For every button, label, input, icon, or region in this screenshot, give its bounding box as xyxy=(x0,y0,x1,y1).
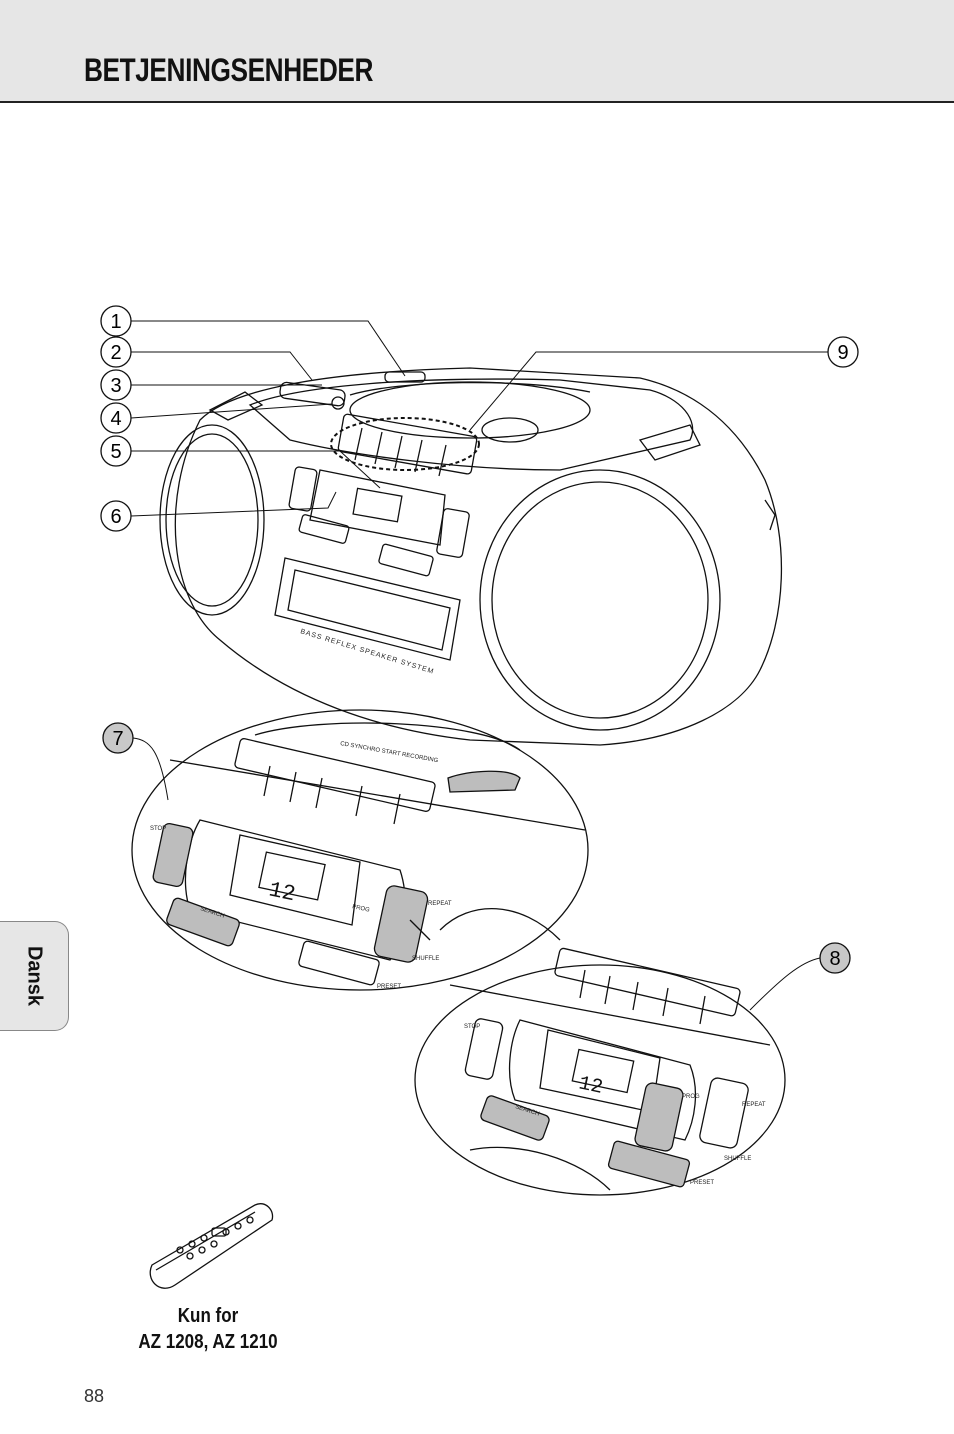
language-tab[interactable]: Dansk xyxy=(0,921,69,1031)
detail-view-8 xyxy=(414,947,786,1196)
callout-3: 3 xyxy=(100,369,132,401)
display-readout-8: 12 xyxy=(577,1072,605,1099)
language-tab-label: Dansk xyxy=(23,945,46,1007)
bass-reflex-label: BASS REFLEX SPEAKER SYSTEM xyxy=(299,628,435,676)
stop-label-8: STOP xyxy=(464,1024,480,1030)
svg-text:1: 1 xyxy=(110,311,121,333)
callout-9: 9 xyxy=(827,336,859,368)
caption-line-1: Kun for xyxy=(177,1305,239,1327)
svg-text:8: 8 xyxy=(829,948,840,970)
callout-1: 1 xyxy=(100,305,132,337)
callout-8: 8 xyxy=(819,942,851,974)
preset-label-8: PRESET xyxy=(690,1180,714,1186)
caption-line-2: AZ 1208, AZ 1210 xyxy=(138,1331,278,1353)
repeat-label-7: REPEAT xyxy=(428,901,452,907)
header-band: BETJENINGSENHEDER xyxy=(0,0,954,103)
callout-7: 7 xyxy=(102,722,134,754)
remote-control-illustration xyxy=(149,1203,274,1289)
svg-text:7: 7 xyxy=(112,728,123,750)
detail-view-7 xyxy=(131,709,589,991)
remote-caption: Kun for AZ 1208, AZ 1210 xyxy=(108,1303,308,1355)
callout-5: 5 xyxy=(100,435,132,467)
shuffle-label-7: SHUFFLE xyxy=(412,956,439,962)
shuffle-label-8: SHUFFLE xyxy=(724,1156,751,1162)
svg-text:9: 9 xyxy=(837,342,848,364)
page-number: 88 xyxy=(84,1386,105,1406)
svg-text:3: 3 xyxy=(110,375,121,397)
prog-label-7: PROG xyxy=(352,904,371,914)
stop-label-7: STOP xyxy=(150,826,166,832)
svg-text:4: 4 xyxy=(110,408,121,430)
svg-text:6: 6 xyxy=(110,506,121,528)
display-readout-7: 12 xyxy=(267,877,298,907)
callout-markers: 1 2 3 4 5 6 7 8 9 xyxy=(100,305,859,974)
callout-6: 6 xyxy=(100,500,132,532)
leader-lines xyxy=(130,320,828,1011)
repeat-label-8: REPEAT xyxy=(742,1102,766,1108)
page-title: BETJENINGSENHEDER xyxy=(84,52,374,88)
prog-label-8: PROG xyxy=(682,1094,700,1100)
callout-2: 2 xyxy=(100,336,132,368)
callout-4: 4 xyxy=(100,402,132,434)
svg-text:5: 5 xyxy=(110,441,121,463)
svg-text:2: 2 xyxy=(110,342,121,364)
boombox-illustration xyxy=(159,367,783,746)
preset-label-7: PRESET xyxy=(377,984,401,990)
cd-sync-label: CD SYNCHRO START RECORDING xyxy=(340,741,439,764)
